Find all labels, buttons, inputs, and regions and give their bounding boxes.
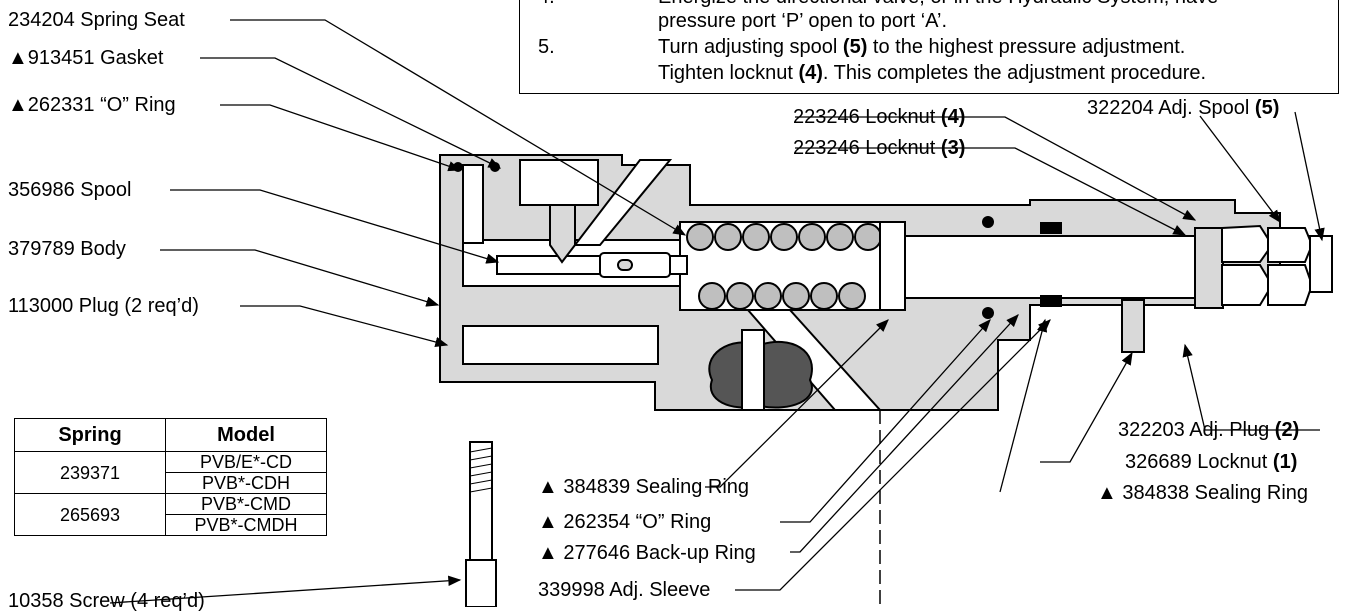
vertical-port-left	[462, 164, 484, 244]
table-cell-model: PVB*-CDH	[165, 472, 327, 494]
locknuts	[1121, 224, 1333, 353]
seals	[453, 162, 1062, 319]
label-adj-sleeve: 339998 Adj. Sleeve	[538, 579, 711, 601]
label-backup-ring: ▲ 277646 Back-up Ring	[538, 542, 756, 564]
table-row: PVB*-CDH	[15, 472, 327, 494]
label-screw: 10358 Screw (4 req’d)	[8, 590, 205, 612]
table-cell-model: PVB/E*-CD	[165, 451, 327, 473]
label-locknut-1: 326689 Locknut (1)	[1125, 451, 1298, 473]
label-gasket: ▲913451 Gasket	[8, 47, 164, 69]
step-5-number: 5.	[538, 36, 555, 58]
table-cell-spring: 239371	[14, 451, 166, 494]
label-sealing-ring-mid: ▲ 384839 Sealing Ring	[538, 476, 750, 498]
label-locknut-4: 223246 Locknut (4)	[793, 106, 966, 128]
step-4-line2: pressure port ‘P’ open to port ‘A’.	[658, 10, 948, 32]
diagonal-passage	[572, 159, 673, 246]
spring	[686, 223, 882, 310]
screw-drawing	[465, 441, 497, 607]
table-row: PVB*-CMDH	[15, 514, 327, 536]
adj-sleeve	[879, 221, 1224, 311]
table-cell-spring: 265693	[14, 493, 166, 536]
label-adj-plug: 322203 Adj. Plug (2)	[1118, 419, 1300, 441]
step-5-line1: Turn adjusting spool (5) to the highest …	[658, 36, 1186, 58]
label-plug: 113000 Plug (2 req’d)	[8, 295, 199, 317]
table-header-model: Model	[165, 418, 327, 452]
table-cell-model: PVB*-CMDH	[165, 514, 327, 536]
label-locknut-3: 223246 Locknut (3)	[793, 137, 966, 159]
step-5-line2: Tighten locknut (4). This completes the …	[658, 62, 1207, 84]
label-body: 379789 Body	[8, 238, 126, 260]
step-4-line1: Energize the directional valve, or in th…	[658, 0, 1218, 8]
top-pocket	[519, 159, 599, 206]
label-o-ring-top: ▲262331 “O” Ring	[8, 94, 176, 116]
label-spring-seat: 234204 Spring Seat	[8, 9, 185, 31]
label-o-ring-mid: ▲ 262354 “O” Ring	[538, 511, 712, 533]
step-4-number: 4.	[538, 0, 555, 8]
cutaway-screw	[708, 329, 813, 411]
label-adj-spool: 322204 Adj. Spool (5)	[1087, 97, 1280, 119]
leader-lines	[109, 19, 1325, 604]
spring-model-table: Spring Model 239371 PVB/E*-CD PVB*-CDH 2…	[14, 418, 327, 536]
table-row: 265693 PVB*-CMD	[14, 493, 327, 536]
label-sealing-ring-right: ▲ 384838 Sealing Ring	[1097, 482, 1309, 504]
procedure-notes: 4. Energize the directional valve, or in…	[519, 0, 1339, 94]
sleeve-bore	[904, 235, 1201, 299]
table-header-spring: Spring	[14, 418, 166, 452]
table-cell-model: PVB*-CMD	[165, 493, 327, 515]
table-row: 239371 PVB/E*-CD	[14, 451, 327, 494]
label-spool: 356986 Spool	[8, 179, 132, 201]
lower-bore	[462, 325, 659, 365]
spool	[496, 204, 688, 278]
table-header-row: Spring Model	[14, 418, 327, 452]
